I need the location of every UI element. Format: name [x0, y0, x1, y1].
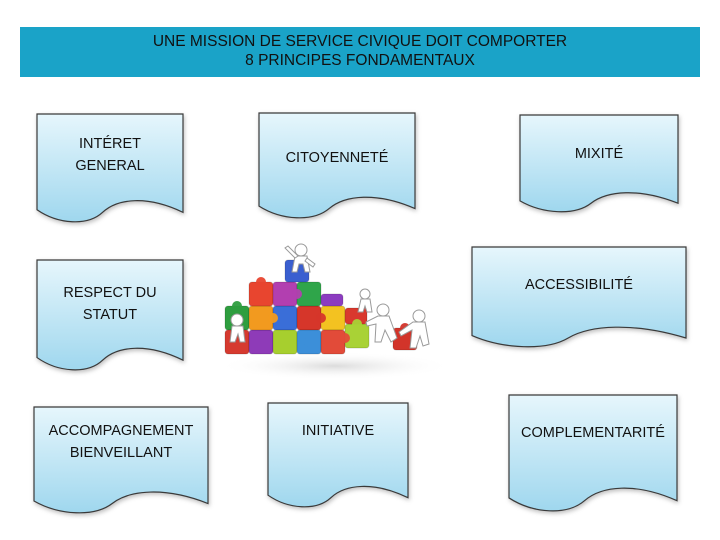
- principle-label-line: INITIATIVE: [301, 423, 375, 439]
- principle-card-accessibilite: ACCESSIBILITÉ: [471, 246, 687, 348]
- principle-card-initiative: INITIATIVE: [267, 402, 409, 508]
- title-line-1: UNE MISSION DE SERVICE CIVIQUE DOIT COMP…: [152, 33, 568, 50]
- card-shape: [33, 406, 209, 514]
- principle-card-accompagnement-bienveillant: ACCOMPAGNEMENT BIENVEILLANT: [33, 406, 209, 514]
- principle-card-citoyennete: CITOYENNETÉ: [258, 112, 416, 219]
- principle-label-line: GENERAL: [75, 158, 145, 174]
- principle-card-respect-du-statut: RESPECT DU STATUT: [36, 259, 184, 371]
- principle-card-complementarite: COMPLEMENTARITÉ: [508, 394, 678, 512]
- title-line-2: 8 PRINCIPES FONDAMENTAUX: [245, 52, 475, 69]
- principle-label-line: ACCOMPAGNEMENT: [48, 423, 194, 439]
- principle-label-line: CITOYENNETÉ: [285, 150, 389, 166]
- puzzle-teamwork-illustration: [217, 243, 453, 378]
- principle-card-mixite: MIXITÉ: [519, 114, 679, 213]
- principle-label-line: ACCESSIBILITÉ: [525, 277, 633, 293]
- card-shape: [36, 259, 184, 371]
- card-shape: [519, 114, 679, 213]
- principle-label-line: RESPECT DU: [63, 285, 157, 301]
- principle-card-interet-general: INTÉRET GENERAL: [36, 113, 184, 223]
- title-banner: UNE MISSION DE SERVICE CIVIQUE DOIT COMP…: [20, 27, 700, 77]
- card-shape: [258, 112, 416, 219]
- principle-label-line: INTÉRET: [78, 136, 142, 152]
- principle-label-line: STATUT: [82, 307, 138, 323]
- card-shape: [36, 113, 184, 223]
- figures: [229, 243, 430, 349]
- principle-label-line: COMPLEMENTARITÉ: [521, 425, 665, 441]
- card-shape: [508, 394, 678, 512]
- principle-label-line: MIXITÉ: [574, 146, 624, 162]
- card-shape: [471, 246, 687, 348]
- card-shape: [267, 402, 409, 508]
- principle-label-line: BIENVEILLANT: [69, 445, 173, 461]
